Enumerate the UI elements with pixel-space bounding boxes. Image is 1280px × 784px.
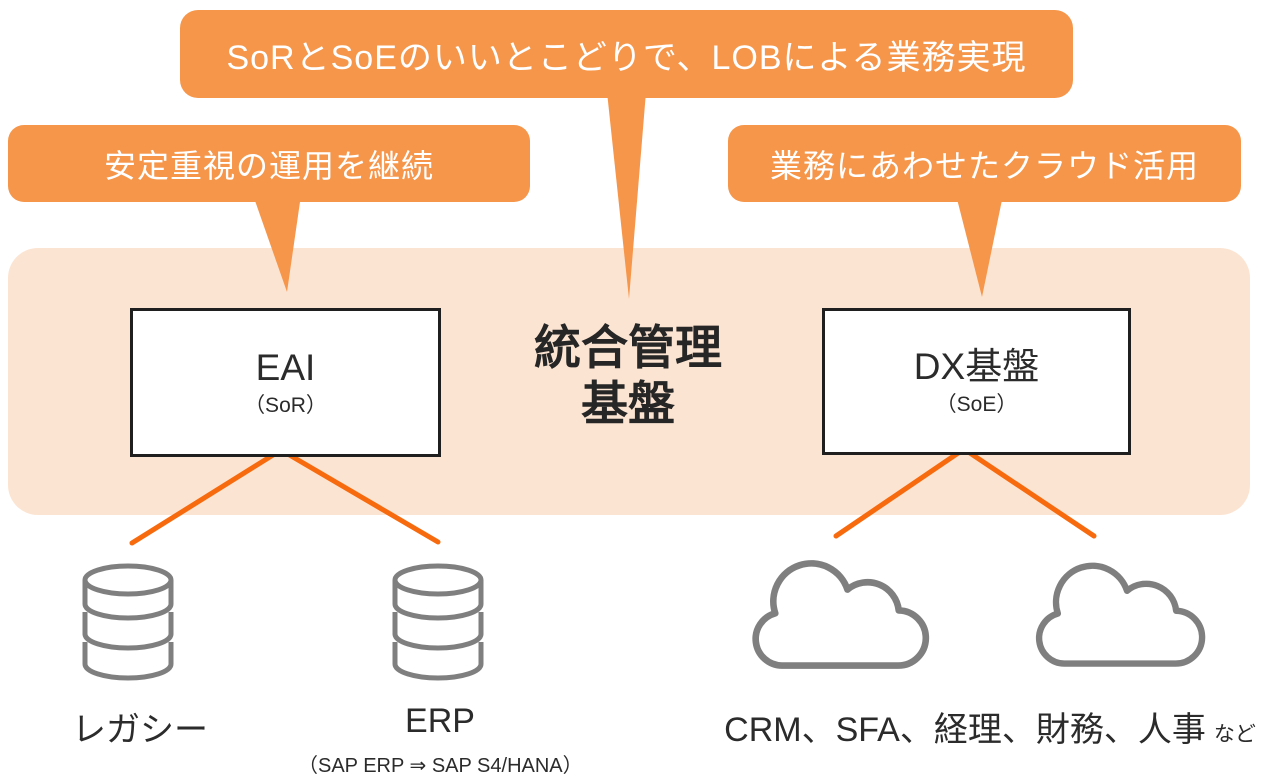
platform-title-line2: 基盤 xyxy=(581,377,675,431)
eai-box-subtitle: （SoR） xyxy=(244,393,327,417)
dx-box-subtitle: （SoE） xyxy=(935,392,1018,416)
cloud-services-main: CRM、SFA、経理、財務、人事 xyxy=(724,711,1206,749)
eai-box-title: EAI xyxy=(255,347,316,389)
callout-top: SoRとSoEのいいとこどりで、LOBによる業務実現 xyxy=(180,10,1073,98)
cloud-services-suffix: など xyxy=(1213,723,1256,746)
callout-right-label: 業務にあわせたクラウド活用 xyxy=(769,147,1199,184)
erp-label-group: ERP （SAP ERP ⇒ SAP S4/HANA） xyxy=(298,702,583,778)
callout-top-label: SoRとSoEのいいとこどりで、LOBによる業務実現 xyxy=(226,38,1027,77)
cloud-services-label: CRM、SFA、経理、財務、人事など xyxy=(700,702,1280,751)
dx-box-title: DX基盤 xyxy=(913,346,1040,388)
erp-sublabel: （SAP ERP ⇒ SAP S4/HANA） xyxy=(298,755,583,777)
callout-left-label: 安定重視の運用を継続 xyxy=(103,147,434,184)
platform-title: 統合管理 基盤 xyxy=(498,320,758,433)
cloud-icon xyxy=(742,552,932,691)
legacy-label: レガシー xyxy=(72,711,208,749)
dx-platform-box: DX基盤 （SoE） xyxy=(822,308,1131,455)
cloud-icon xyxy=(1026,554,1208,689)
callout-left: 安定重視の運用を継続 xyxy=(8,125,530,202)
database-icon xyxy=(388,562,488,695)
eai-box: EAI （SoR） xyxy=(130,308,441,457)
platform-title-line1: 統合管理 xyxy=(534,321,722,374)
callout-right: 業務にあわせたクラウド活用 xyxy=(728,125,1241,202)
erp-label: ERP xyxy=(405,702,475,740)
database-icon xyxy=(78,562,178,695)
